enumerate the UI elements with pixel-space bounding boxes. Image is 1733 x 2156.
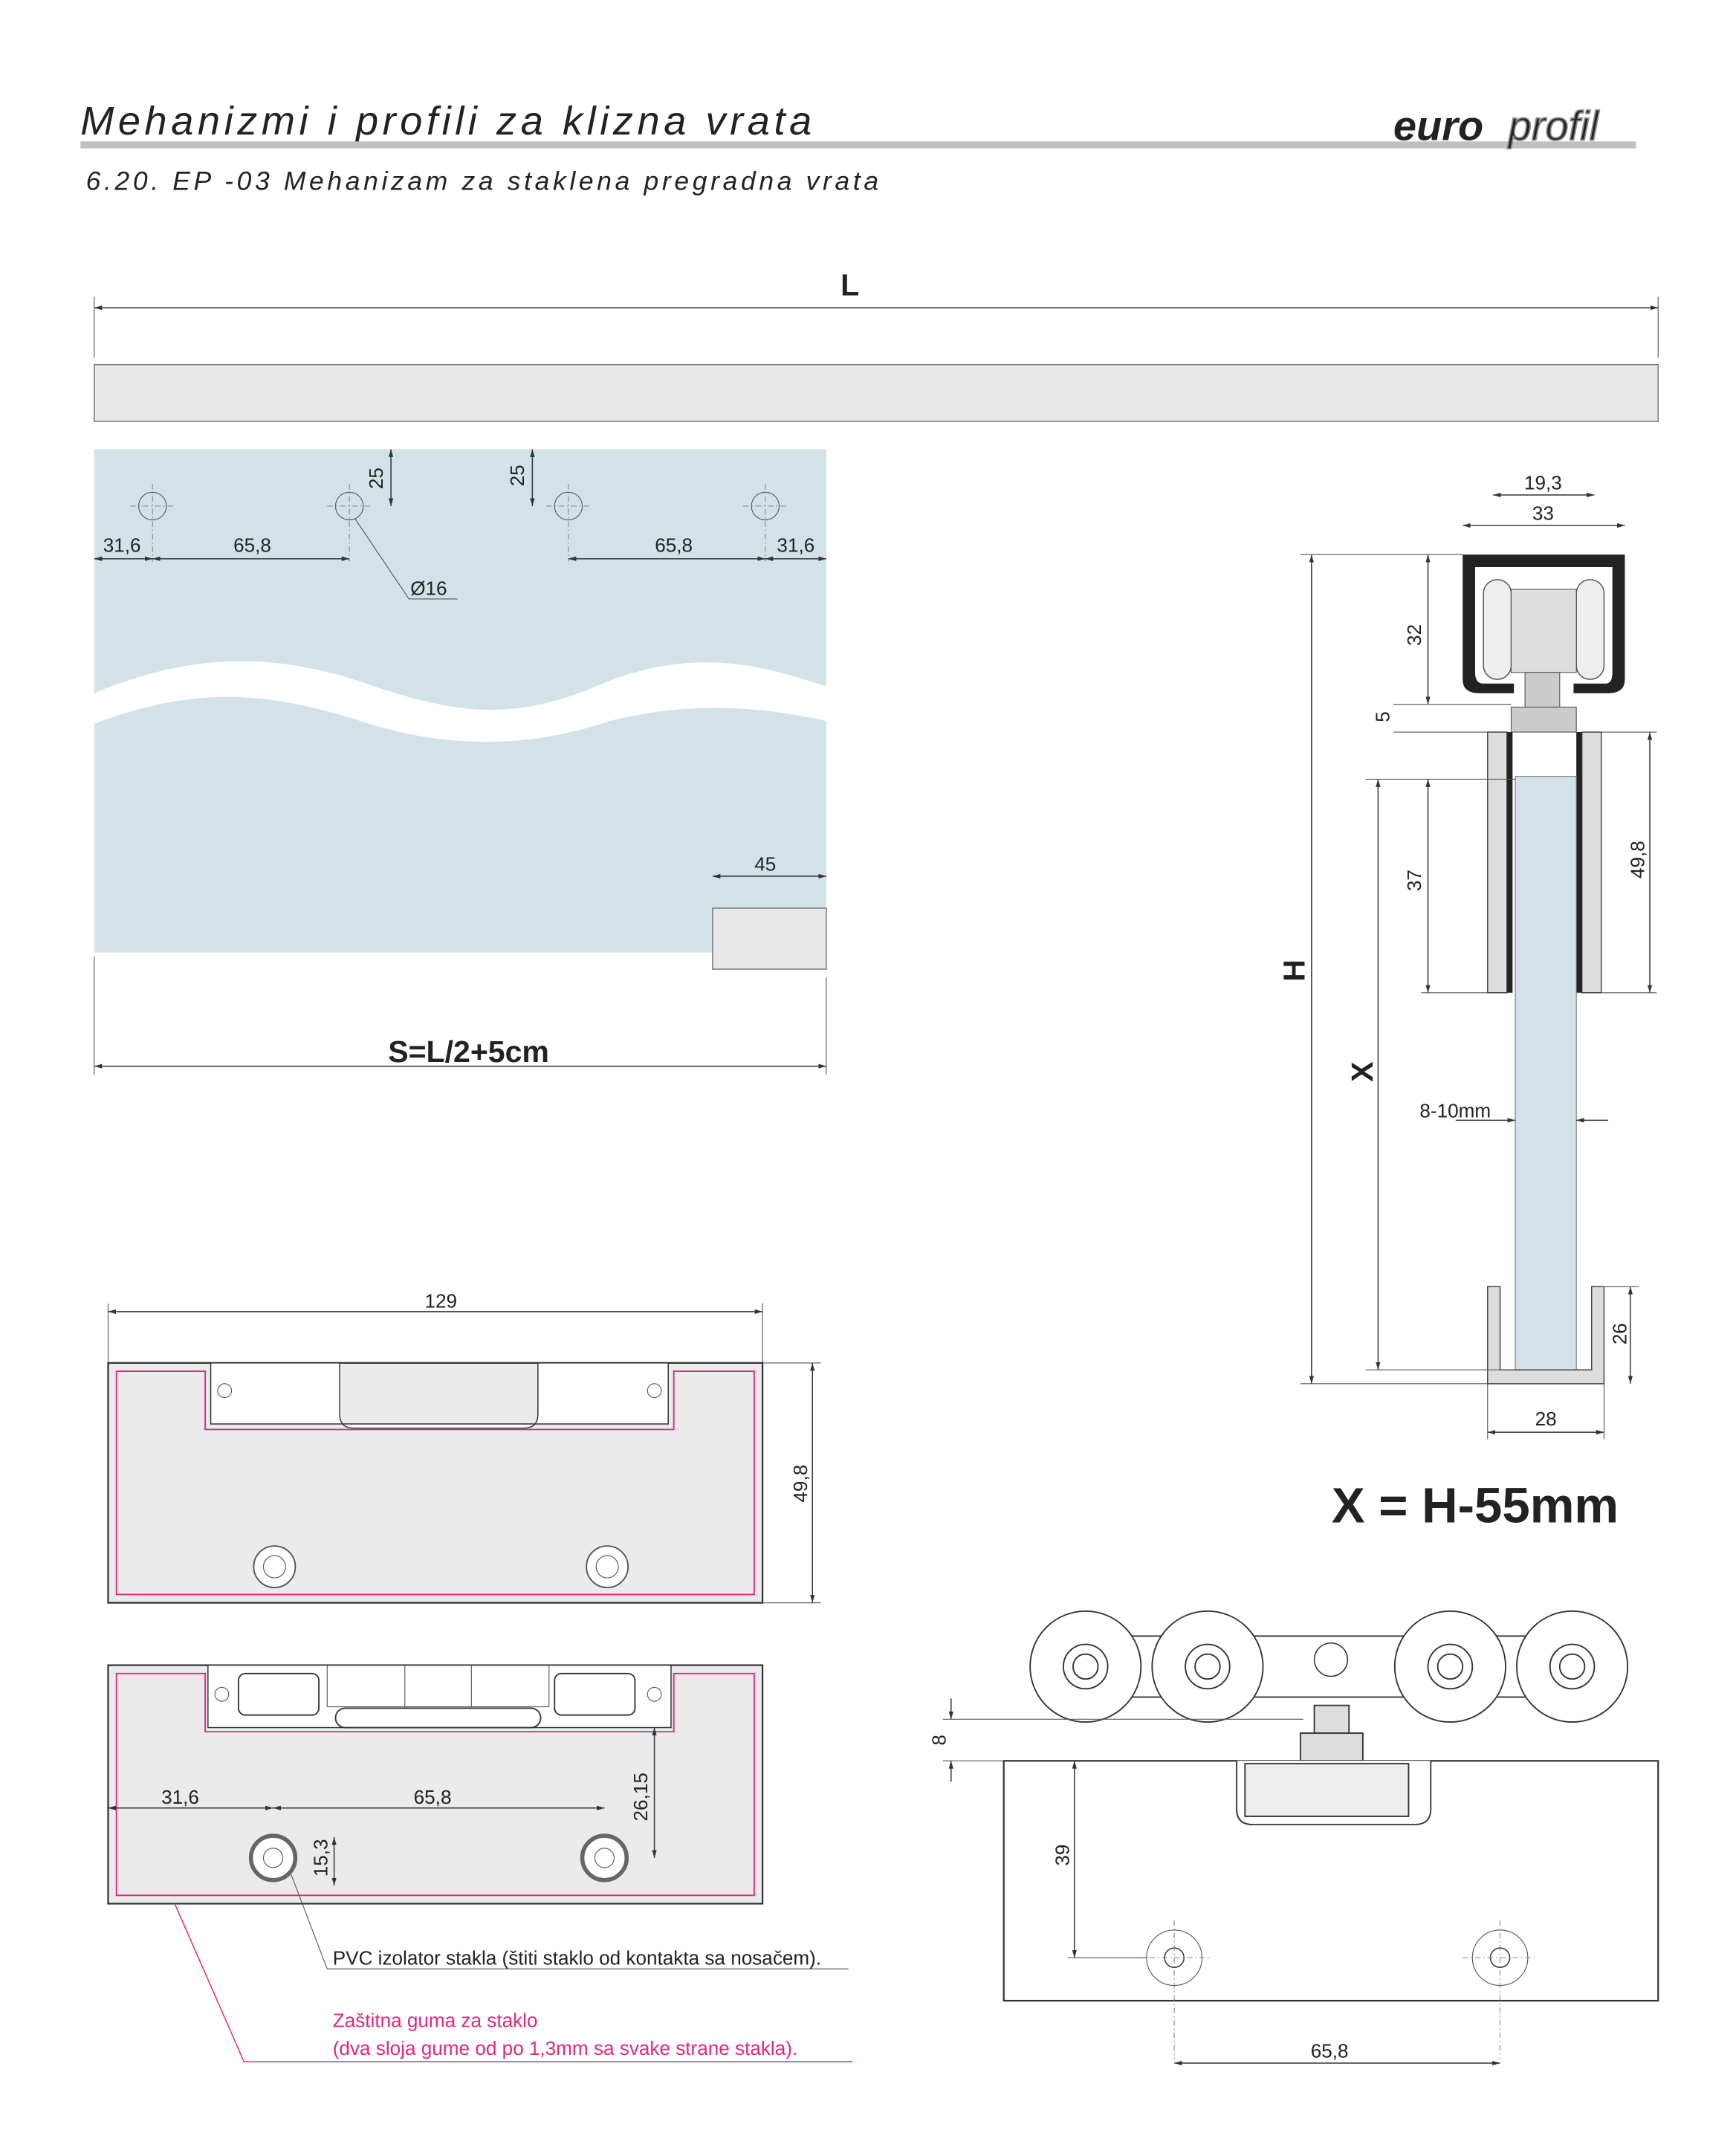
europrofil-logo: euro profil bbox=[1393, 101, 1601, 149]
clamp-left bbox=[1487, 731, 1508, 994]
pvc-insulator bbox=[248, 1833, 298, 1883]
floor-guide bbox=[1487, 1286, 1605, 1385]
bolt bbox=[1524, 672, 1561, 708]
clamp-plate-top-view: 129 49,8 bbox=[107, 1289, 821, 1604]
dim-roller-hole-height: 39 bbox=[1051, 1845, 1073, 1866]
glass-section bbox=[1515, 776, 1577, 1370]
section-view: 19,3 33 H 32 5 37 X 49,8 8-10mm 26 28 X … bbox=[1277, 472, 1657, 1533]
dim-inner-width: 19,3 bbox=[1524, 472, 1562, 494]
dim-gap: 5 bbox=[1371, 711, 1393, 722]
clamp-right bbox=[1581, 731, 1602, 994]
rubber-outline bbox=[115, 1370, 755, 1596]
height-formula: X = H-55mm bbox=[1332, 1477, 1619, 1533]
dim-plate-offset: 31,6 bbox=[161, 1786, 199, 1808]
dim-roller-gap: 8 bbox=[927, 1735, 950, 1746]
dim-plate-width: 129 bbox=[424, 1289, 457, 1312]
dim-hole-top-right: 25 bbox=[506, 464, 528, 486]
glass-wave-decoration bbox=[94, 661, 826, 742]
dim-hole-top-left: 25 bbox=[365, 467, 387, 489]
length-label: L bbox=[840, 268, 859, 302]
nut bbox=[1510, 706, 1577, 733]
height-label: H bbox=[1277, 959, 1312, 982]
dim-guide-height: 26 bbox=[1608, 1323, 1630, 1344]
dim-glass-thickness: 8-10mm bbox=[1419, 1100, 1491, 1122]
clamp-plate-assembled-view: 31,6 65,8 26,15 15,3 PVC izolator stakla… bbox=[107, 1664, 853, 2062]
title-rule bbox=[80, 141, 1636, 149]
glass-height-label: X bbox=[1345, 1061, 1379, 1081]
roller-wheel bbox=[1483, 579, 1512, 680]
roller-assembly-view: 8 39 65,8 bbox=[927, 1610, 1659, 2066]
roller-wheel bbox=[1575, 579, 1605, 680]
rail bbox=[94, 363, 1659, 422]
glass-door-view: 31,6 65,8 65,8 31,6 25 25 Ø16 45 S=L/2+5… bbox=[94, 449, 827, 1075]
page-subtitle: 6.20. EP -03 Mehanizam za staklena pregr… bbox=[86, 166, 882, 196]
mounting-holes bbox=[130, 484, 788, 562]
dim-plate-hole-edge: 15,3 bbox=[309, 1839, 331, 1877]
dim-plate-hole-spacing: 65,8 bbox=[414, 1786, 452, 1808]
dim-plate-height: 49,8 bbox=[789, 1465, 812, 1503]
dim-stopper-width: 45 bbox=[754, 853, 776, 875]
logo-profil: profil bbox=[1507, 102, 1600, 149]
dim-clamp-height: 49,8 bbox=[1627, 841, 1649, 878]
door-stopper bbox=[712, 907, 827, 970]
logo-euro: euro bbox=[1393, 102, 1483, 149]
dim-hole-offset-left: 31,6 bbox=[103, 534, 141, 557]
rubber-note-line1: Zaštitna guma za staklo bbox=[333, 2009, 538, 2031]
pvc-insulator bbox=[580, 1833, 629, 1883]
dim-hole-diameter: Ø16 bbox=[410, 577, 447, 599]
dim-hole-spacing-left: 65,8 bbox=[233, 534, 271, 557]
dim-track-height: 32 bbox=[1403, 624, 1425, 646]
page-title: Mehanizmi i profili za klizna vrata bbox=[80, 99, 816, 143]
dim-roller-hole-spacing: 65,8 bbox=[1311, 2040, 1349, 2062]
dim-plate-hole-height: 26,15 bbox=[629, 1773, 652, 1821]
dim-clamp-depth: 37 bbox=[1403, 870, 1425, 891]
dim-guide-width: 28 bbox=[1535, 1408, 1557, 1430]
rubber-note-line2: (dva sloja gume od po 1,3mm sa svake str… bbox=[333, 2037, 797, 2059]
dim-hole-spacing-right: 65,8 bbox=[655, 534, 693, 557]
dim-outer-width: 33 bbox=[1532, 502, 1554, 525]
door-width-formula: S=L/2+5cm bbox=[388, 1035, 549, 1069]
dim-hole-offset-right: 31,6 bbox=[777, 534, 814, 557]
pvc-insulator-note: PVC izolator stakla (štiti staklo od kon… bbox=[333, 1947, 821, 1969]
